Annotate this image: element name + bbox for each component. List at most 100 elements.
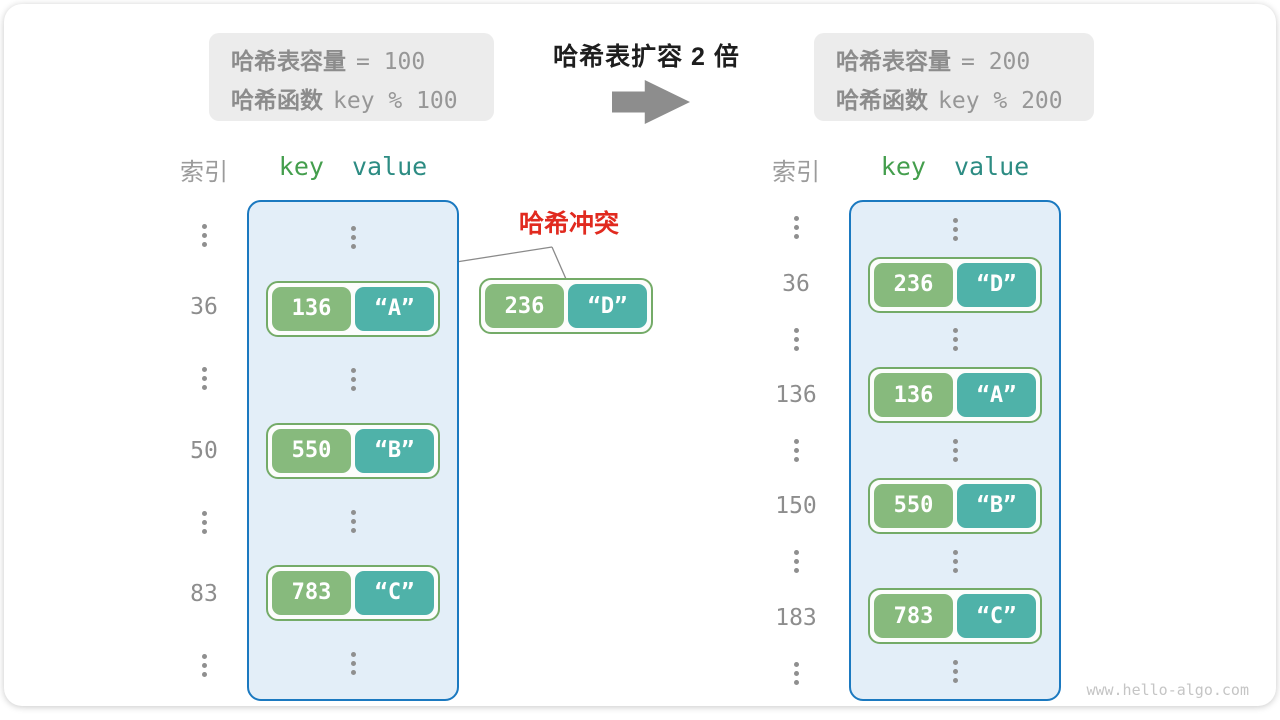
- ellipsis-dots: [793, 550, 799, 574]
- bucket-row: 236“D”: [851, 256, 1059, 313]
- index-row: [174, 343, 234, 415]
- index-row: 50: [174, 415, 234, 487]
- key-cell: 783: [874, 594, 953, 639]
- ellipsis-dots: [201, 224, 207, 248]
- index-row: [766, 534, 826, 590]
- capacity-box-after: 哈希表容量 = 200 哈希函数 key % 200: [814, 33, 1094, 121]
- hash-function-line: 哈希函数 key % 100: [231, 83, 494, 119]
- hash-function-label: 哈希函数: [231, 87, 323, 113]
- index-header: 索引: [180, 159, 228, 186]
- bucket-row: [851, 423, 1059, 478]
- key-value-pair: 550“B”: [266, 422, 440, 479]
- ellipsis-dots: [350, 368, 356, 391]
- index-column: 36 50 83: [174, 200, 234, 701]
- diagram-title: 哈希表扩容 2 倍: [553, 43, 740, 71]
- value-header: value: [351, 152, 428, 181]
- ellipsis-dots: [952, 438, 958, 462]
- key-header: key: [880, 152, 926, 181]
- bucket-row: [249, 344, 457, 415]
- bucket-array: 136“A” 550“B” 783“C”: [247, 200, 459, 701]
- key-cell: 236: [874, 262, 953, 307]
- capacity-label: 哈希表容量: [836, 48, 951, 74]
- index-column: 36 136 150 183: [766, 200, 826, 701]
- bucket-row: [249, 486, 457, 557]
- key-value-pair: 136“A”: [868, 367, 1042, 424]
- diagram-card: 哈希表容量 = 100 哈希函数 key % 100 哈希表扩容 2 倍 哈希表…: [4, 4, 1276, 706]
- index-row: [766, 645, 826, 701]
- bucket-row: 550“B”: [851, 477, 1059, 534]
- ellipsis-dots: [952, 217, 958, 241]
- key-value-pair: 136“A”: [266, 280, 440, 337]
- hash-function-value: key % 100: [333, 88, 458, 114]
- index-row: 136: [766, 367, 826, 423]
- index-label: 136: [775, 381, 817, 408]
- ellipsis-dots: [201, 510, 207, 534]
- capacity-line: 哈希表容量 = 100: [231, 44, 494, 80]
- ellipsis-dots: [201, 653, 207, 677]
- right-arrow-icon: [612, 80, 690, 124]
- hash-table-after: 索引 key value 36 136 150 183 236“D” 136“A” 550…: [766, 152, 1061, 701]
- index-label: 50: [190, 437, 218, 464]
- hash-function-label: 哈希函数: [836, 87, 928, 113]
- capacity-value: = 200: [961, 49, 1031, 75]
- index-row: 36: [174, 272, 234, 344]
- index-label: 150: [775, 493, 817, 520]
- value-cell: “C”: [355, 570, 434, 615]
- ellipsis-dots: [952, 660, 958, 684]
- collision-pair-container: 236“D”: [479, 278, 653, 334]
- key-cell: 236: [485, 284, 564, 328]
- index-row: [766, 200, 826, 256]
- capacity-box-before: 哈希表容量 = 100 哈希函数 key % 100: [209, 33, 494, 121]
- ellipsis-dots: [350, 226, 356, 249]
- capacity-line: 哈希表容量 = 200: [836, 44, 1094, 80]
- bucket-row: [249, 202, 457, 273]
- hash-function-value: key % 200: [938, 88, 1063, 114]
- index-header: 索引: [772, 159, 820, 186]
- value-cell: “C”: [957, 594, 1036, 639]
- value-cell: “D”: [568, 284, 647, 328]
- index-row: 150: [766, 478, 826, 534]
- bucket-row: [851, 313, 1059, 368]
- index-row: 36: [766, 256, 826, 312]
- ellipsis-dots: [793, 661, 799, 685]
- bucket-row: 783“C”: [851, 588, 1059, 645]
- ellipsis-dots: [793, 216, 799, 240]
- key-value-pair: 783“C”: [868, 588, 1042, 645]
- ellipsis-dots: [952, 549, 958, 573]
- ellipsis-dots: [350, 510, 356, 533]
- index-label: 183: [775, 604, 817, 631]
- key-cell: 550: [874, 483, 953, 528]
- index-row: [174, 200, 234, 272]
- bucket-row: [851, 202, 1059, 257]
- key-cell: 550: [272, 428, 351, 473]
- index-row: 83: [174, 558, 234, 630]
- key-cell: 783: [272, 570, 351, 615]
- hash-table-before: 索引 key value 36 50 83 136“A” 550“B” 783“C”: [174, 152, 464, 701]
- hash-function-line: 哈希函数 key % 200: [836, 83, 1094, 119]
- key-value-header: key value: [849, 152, 1061, 181]
- key-value-header: key value: [247, 152, 459, 181]
- bucket-row: 550“B”: [249, 415, 457, 486]
- bucket-row: [851, 644, 1059, 699]
- key-value-pair: 236“D”: [479, 278, 653, 334]
- bucket-row: 783“C”: [249, 557, 457, 628]
- collision-label: 哈希冲突: [518, 210, 619, 238]
- bucket-array: 236“D” 136“A” 550“B” 783“C”: [849, 200, 1061, 701]
- bucket-row: [249, 628, 457, 699]
- bucket-row: 136“A”: [249, 273, 457, 344]
- index-label: 36: [190, 294, 218, 321]
- key-value-pair: 236“D”: [868, 256, 1042, 313]
- index-row: 183: [766, 590, 826, 646]
- capacity-label: 哈希表容量: [231, 48, 346, 74]
- capacity-value: = 100: [356, 49, 426, 75]
- index-row: [174, 629, 234, 701]
- value-cell: “B”: [355, 428, 434, 473]
- value-cell: “B”: [957, 483, 1036, 528]
- ellipsis-dots: [793, 327, 799, 351]
- key-cell: 136: [874, 373, 953, 418]
- key-value-pair: 783“C”: [266, 564, 440, 621]
- value-header: value: [953, 152, 1030, 181]
- key-value-pair: 550“B”: [868, 477, 1042, 534]
- ellipsis-dots: [350, 652, 356, 675]
